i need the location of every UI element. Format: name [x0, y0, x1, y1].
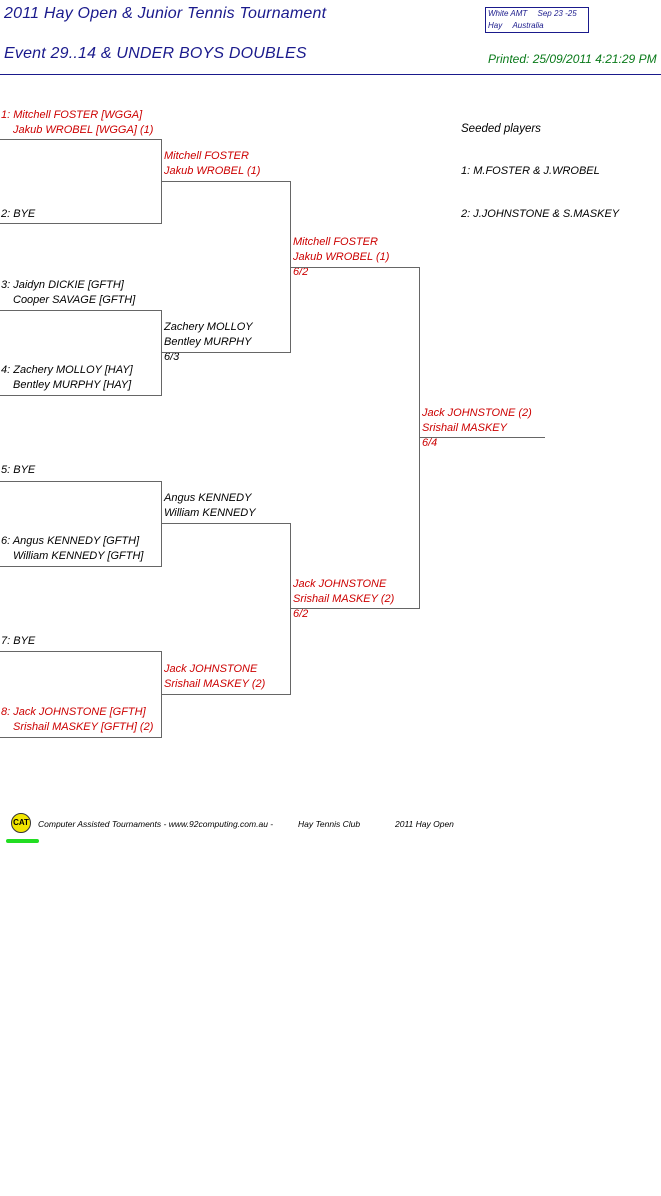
r1-slot-6-line1: 6: Angus KENNEDY [GFTH] — [1, 535, 140, 547]
r3-match-1-line1: Mitchell FOSTER — [293, 236, 378, 248]
r1-line-2 — [0, 223, 162, 224]
r1-connector-3 — [161, 481, 162, 567]
r3-line-1 — [291, 267, 420, 268]
r1-line-1 — [0, 139, 162, 140]
r2-match-4-line2: Srishail MASKEY (2) — [164, 678, 266, 690]
r1-line-7 — [0, 651, 162, 652]
seeded-item-2: 2: J.JOHNSTONE & S.MASKEY — [461, 208, 620, 220]
footer-event: 2011 Hay Open — [395, 819, 454, 829]
r2-match-1-line1: Mitchell FOSTER — [164, 150, 249, 162]
cat-logo-icon: CAT — [11, 813, 31, 833]
r1-line-4 — [0, 395, 162, 396]
r2-line-3 — [162, 523, 291, 524]
tournament-title: 2011 Hay Open & Junior Tennis Tournament — [4, 5, 327, 22]
info-line2-right: Australia — [512, 21, 544, 30]
r3-match-2-line2: Srishail MASKEY (2) — [293, 593, 395, 605]
r1-line-3 — [0, 310, 162, 311]
footer-club: Hay Tennis Club — [298, 819, 361, 829]
r2-match-2-score: 6/3 — [164, 351, 180, 363]
winner-score: 6/4 — [422, 437, 438, 449]
r2-match-2-line1: Zachery MOLLOY — [164, 321, 253, 333]
footer-credit: Computer Assisted Tournaments - www.92co… — [38, 819, 274, 829]
r1-slot-5-line1: 5: BYE — [1, 464, 36, 476]
r2-match-2-line2: Bentley MURPHY — [164, 336, 252, 348]
winner-line2: Srishail MASKEY — [422, 422, 507, 434]
info-line2-left: Hay — [488, 21, 503, 30]
r2-match-3-line2: William KENNEDY — [164, 507, 256, 519]
r1-slot-6-line2: William KENNEDY [GFTH] — [13, 550, 144, 562]
r2-line-2 — [162, 352, 291, 353]
seeded-item-1: 1: M.FOSTER & J.WROBEL — [461, 165, 600, 177]
info-line1-left: White AMT — [488, 9, 528, 18]
r2-line-4 — [162, 694, 291, 695]
r1-line-5 — [0, 481, 162, 482]
r1-slot-3-line1: 3: Jaidyn DICKIE [GFTH] — [1, 279, 124, 291]
r2-line-1 — [162, 181, 291, 182]
r2-match-4-line1: Jack JOHNSTONE — [164, 663, 258, 675]
r1-connector-4 — [161, 651, 162, 738]
tournament-info-box: White AMT Sep 23 -25 Hay Australia — [485, 7, 589, 33]
info-line1-right: Sep 23 -25 — [537, 9, 577, 18]
event-title: Event 29..14 & UNDER BOYS DOUBLES — [4, 45, 307, 62]
r3-connector — [419, 267, 420, 609]
r1-slot-8-line2: Srishail MASKEY [GFTH] (2) — [13, 721, 154, 733]
r1-slot-1-line2: Jakub WROBEL [WGGA] (1) — [13, 124, 154, 136]
r1-slot-2-line1: 2: BYE — [1, 208, 36, 220]
printed-timestamp: Printed: 25/09/2011 4:21:29 PM — [488, 52, 657, 66]
header-divider — [0, 74, 661, 75]
r1-line-6 — [0, 566, 162, 567]
r1-slot-7-line1: 7: BYE — [1, 635, 36, 647]
r1-slot-1-line1: 1: Mitchell FOSTER [WGGA] — [1, 109, 143, 121]
r1-connector-1 — [161, 139, 162, 224]
r1-line-8 — [0, 737, 162, 738]
r3-match-1-score: 6/2 — [293, 266, 309, 278]
r3-match-2-line1: Jack JOHNSTONE — [293, 578, 387, 590]
winner-line1: Jack JOHNSTONE (2) — [422, 407, 532, 419]
r2-connector-1 — [290, 181, 291, 353]
r1-connector-2 — [161, 310, 162, 396]
r1-slot-4-line2: Bentley MURPHY [HAY] — [13, 379, 132, 391]
cat-logo-underline — [6, 839, 39, 843]
r1-slot-4-line1: 4: Zachery MOLLOY [HAY] — [1, 364, 133, 376]
r2-connector-2 — [290, 523, 291, 695]
r3-match-1-line2: Jakub WROBEL (1) — [293, 251, 390, 263]
winner-line — [420, 437, 545, 438]
seeded-heading: Seeded players — [461, 123, 541, 135]
r2-match-3-line1: Angus KENNEDY — [164, 492, 252, 504]
r3-match-2-score: 6/2 — [293, 608, 309, 620]
r2-match-1-line2: Jakub WROBEL (1) — [164, 165, 261, 177]
r1-slot-3-line2: Cooper SAVAGE [GFTH] — [13, 294, 136, 306]
r3-line-2 — [291, 608, 420, 609]
r1-slot-8-line1: 8: Jack JOHNSTONE [GFTH] — [1, 706, 146, 718]
